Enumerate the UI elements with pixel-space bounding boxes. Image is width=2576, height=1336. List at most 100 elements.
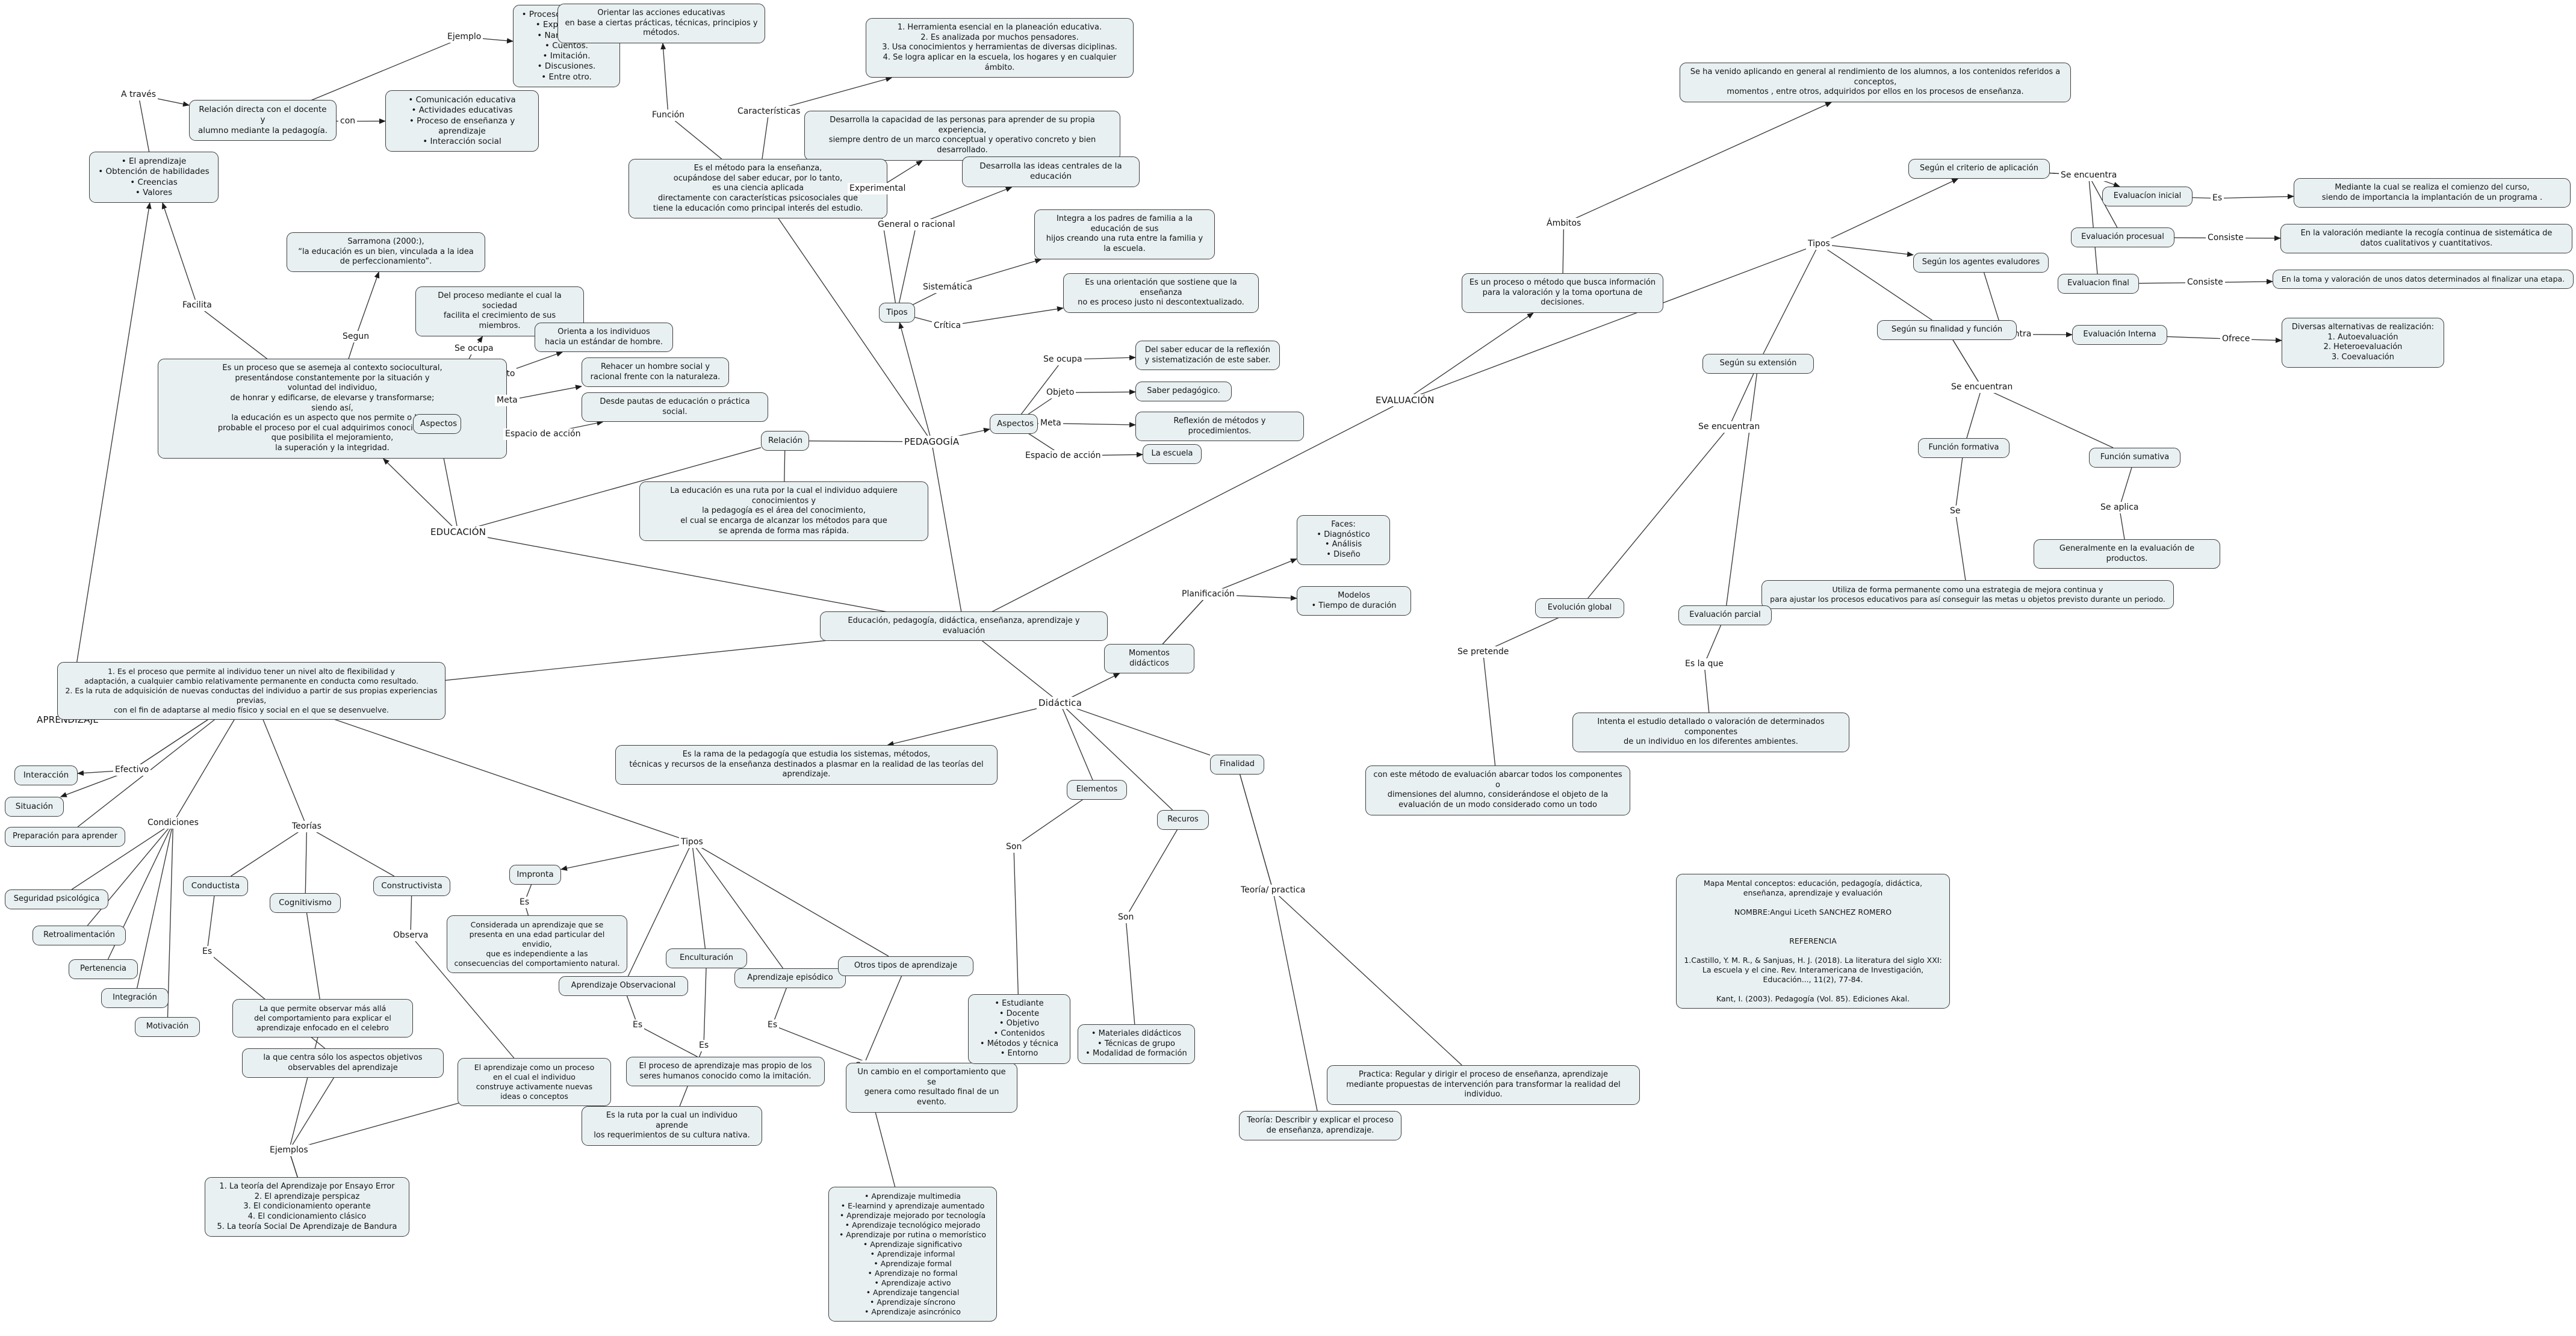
concept-node-constructivista[interactable]: Constructivista: [373, 876, 450, 897]
concept-node-reference[interactable]: Mapa Mental conceptos: educación, pedago…: [1676, 874, 1950, 1009]
concept-node-segun-extension[interactable]: Según su extensión: [1702, 354, 1814, 374]
link-label-con[interactable]: con: [338, 116, 358, 127]
link-label-ofrece[interactable]: Ofrece: [2220, 333, 2252, 345]
link-label-se-encuentran-finalidad[interactable]: Se encuentran: [1949, 382, 2015, 393]
concept-node-enculturacion[interactable]: Enculturación: [666, 948, 747, 968]
concept-node-segun-criterio[interactable]: Según el criterio de aplicación: [1908, 159, 2050, 179]
link-label-ambitos[interactable]: Ámbitos: [1545, 218, 1583, 229]
link-label-teorias[interactable]: Teorías: [290, 821, 323, 832]
link-label-se-encuentran-extension[interactable]: Se encuentran: [1696, 421, 1762, 433]
link-label-espacio-edu[interactable]: Espacio de acción: [503, 428, 583, 440]
link-label-es-enculturacion[interactable]: Es: [697, 1040, 711, 1051]
concept-node-interaccion[interactable]: Interacción: [14, 765, 78, 786]
link-label-se-ocupa-ped[interactable]: Se ocupa: [1041, 354, 1084, 365]
link-label-segun[interactable]: Segun: [341, 331, 371, 342]
concept-node-se-ha-venido[interactable]: Se ha venido aplicando en general al ren…: [1680, 63, 2071, 102]
concept-node-en-la-toma[interactable]: En la toma y valoración de unos datos de…: [2273, 270, 2574, 289]
link-label-observa[interactable]: Observa: [391, 930, 430, 941]
concept-node-es-la-rama[interactable]: Es la rama de la pedagogía que estudia l…: [615, 745, 998, 785]
concept-node-desde-pautas[interactable]: Desde pautas de educación o práctica soc…: [582, 392, 768, 422]
link-label-efectivo[interactable]: Efectivo: [113, 764, 151, 776]
concept-node-center-node[interactable]: Educación, pedagogía, didáctica, enseñan…: [820, 611, 1108, 642]
concept-node-aprendizaje-obtencion[interactable]: • El aprendizaje • Obtención de habilida…: [89, 152, 219, 203]
concept-node-relacion-directa[interactable]: Relación directa con el docente y alumno…: [189, 100, 337, 141]
concept-node-funcion-formativa[interactable]: Función formativa: [1918, 438, 2010, 458]
link-label-facilita[interactable]: Facilita: [181, 300, 214, 311]
link-label-a-traves[interactable]: A través: [119, 89, 158, 101]
link-label-condiciones[interactable]: Condiciones: [146, 817, 200, 829]
link-label-meta-edu[interactable]: Meta: [495, 395, 520, 406]
link-label-objeto-ped[interactable]: Objeto: [1044, 387, 1076, 398]
concept-node-aprendizaje-episodico[interactable]: Aprendizaje episódico: [734, 968, 846, 988]
concept-node-faces[interactable]: Faces: • Diagnóstico • Análisis • Diseño: [1297, 515, 1390, 565]
link-label-son-recursos[interactable]: Son: [1116, 912, 1136, 923]
concept-node-preparacion[interactable]: Preparación para aprender: [5, 827, 125, 847]
hub-label-educacion[interactable]: EDUCACIÓN: [429, 526, 488, 538]
link-label-ejemplos[interactable]: Ejemplos: [268, 1145, 310, 1156]
concept-node-momentos[interactable]: Momentos didácticos: [1104, 644, 1194, 674]
link-label-planificacion[interactable]: Planificación: [1180, 589, 1237, 600]
concept-node-modelos[interactable]: Modelos • Tiempo de duración: [1297, 586, 1411, 616]
concept-node-pertenencia[interactable]: Pertenencia: [69, 959, 138, 979]
concept-node-practica-regular[interactable]: Practica: Regular y dirigir el proceso d…: [1327, 1065, 1640, 1105]
concept-node-cognitivismo[interactable]: Cognitivismo: [270, 893, 341, 914]
concept-node-la-que-centra[interactable]: la que centra sólo los aspectos objetivo…: [242, 1048, 444, 1078]
link-label-consiste-procesual[interactable]: Consiste: [2206, 232, 2245, 244]
link-label-meta-ped[interactable]: Meta: [1038, 418, 1063, 429]
concept-node-teoria-describir[interactable]: Teoría: Describir y explicar el proceso …: [1239, 1111, 1401, 1141]
link-label-se-label[interactable]: Se: [1948, 506, 1963, 517]
concept-node-aspectos-ped[interactable]: Aspectos: [990, 414, 1038, 435]
link-label-se-ocupa-edu[interactable]: Se ocupa: [453, 343, 495, 354]
concept-node-estudiante-list[interactable]: • Estudiante • Docente • Objetivo • Cont…: [968, 994, 1070, 1064]
link-label-es-inicial[interactable]: Es: [2211, 193, 2224, 204]
concept-node-es-proceso-eval[interactable]: Es un proceso o método que busca informa…: [1462, 273, 1663, 313]
link-label-tipos-apr[interactable]: Tipos: [679, 837, 705, 848]
concept-node-seguridad[interactable]: Seguridad psicológica: [5, 889, 108, 909]
link-label-es-impronta[interactable]: Es: [518, 897, 532, 908]
concept-node-saber-pedagogico[interactable]: Saber pedagógico.: [1135, 382, 1232, 401]
concept-node-finalidad[interactable]: Finalidad: [1210, 755, 1264, 775]
link-label-es-observacional[interactable]: Es: [631, 1019, 645, 1031]
concept-node-utiliza[interactable]: Utiliza de forma permanente como una est…: [1761, 580, 2174, 609]
concept-node-es-la-ruta-individuo[interactable]: Es la ruta por la cual un individuo apre…: [582, 1106, 762, 1146]
concept-node-funcion-sumativa[interactable]: Función sumativa: [2089, 448, 2180, 468]
concept-node-evolucion-global[interactable]: Evolución global: [1535, 598, 1624, 618]
concept-node-del-saber[interactable]: Del saber educar de la reflexión y siste…: [1135, 341, 1280, 371]
concept-node-ejemplos-list[interactable]: 1. La teoría del Aprendizaje por Ensayo …: [205, 1177, 409, 1237]
concept-node-aspectos-edu[interactable]: Aspectos: [413, 414, 461, 435]
hub-label-didactica-hub[interactable]: Didáctica: [1037, 697, 1084, 709]
concept-node-la-educacion-ruta[interactable]: La educación es una ruta por la cual el …: [639, 481, 928, 542]
link-label-ejemplo[interactable]: Ejemplo: [445, 31, 483, 43]
concept-node-rehacer[interactable]: Rehacer un hombre social y racional fren…: [582, 357, 729, 388]
link-label-son-elementos[interactable]: Son: [1004, 841, 1024, 853]
link-label-es-la-que[interactable]: Es la que: [1683, 658, 1725, 670]
concept-node-la-que-permite[interactable]: La que permite observar más allá del com…: [232, 999, 413, 1038]
concept-node-big-list[interactable]: • Aprendizaje multimedia • E-learnind y …: [828, 1187, 997, 1322]
link-label-caracteristicas[interactable]: Características: [736, 106, 802, 117]
concept-node-reflexion-metodos[interactable]: Reflexión de métodos y procedimientos.: [1135, 412, 1304, 442]
concept-node-en-la-valoracion[interactable]: En la valoración mediante la recogía con…: [2280, 224, 2572, 254]
link-label-general-racional[interactable]: General o racional: [876, 219, 957, 230]
hub-label-evaluacion-hub[interactable]: EVALUACIÓN: [1374, 394, 1436, 406]
link-label-consiste-final[interactable]: Consiste: [2185, 277, 2225, 288]
concept-node-con-este-metodo[interactable]: con este método de evaluación abarcar to…: [1365, 765, 1630, 815]
concept-node-comunicacion[interactable]: • Comunicación educativa • Actividades e…: [385, 90, 539, 152]
concept-node-relacion-box[interactable]: Relación: [761, 431, 809, 451]
concept-node-del-proceso[interactable]: Del proceso mediante el cual la sociedad…: [415, 286, 584, 336]
concept-node-motivacion[interactable]: Motivación: [135, 1017, 200, 1037]
concept-node-materiales-list[interactable]: • Materiales didácticos • Técnicas de gr…: [1078, 1024, 1195, 1064]
concept-node-evaluacion-procesual[interactable]: Evaluación procesual: [2071, 227, 2174, 247]
concept-node-evaluacion-final[interactable]: Evaluacion final: [2058, 274, 2139, 294]
concept-node-segun-agentes[interactable]: Según los agentes evaludores: [1913, 253, 2049, 273]
concept-node-integra-padres[interactable]: Integra a los padres de familia a la edu…: [1034, 209, 1215, 259]
link-label-tipos-eval[interactable]: Tipos: [1806, 238, 1832, 250]
link-label-se-pretende[interactable]: Se pretende: [1456, 646, 1511, 658]
link-label-se-aplica[interactable]: Se aplica: [2099, 502, 2141, 513]
concept-node-aprendizaje-def[interactable]: 1. Es el proceso que permite al individu…: [57, 662, 445, 720]
concept-node-la-escuela[interactable]: La escuela: [1143, 444, 1202, 464]
concept-node-es-orientacion[interactable]: Es una orientación que sostiene que la e…: [1063, 273, 1259, 313]
concept-node-diversas[interactable]: Diversas alternativas de realización: 1.…: [2282, 318, 2444, 368]
concept-node-evaluacion-interna[interactable]: Evaluación Interna: [2072, 325, 2167, 345]
link-label-teoria-practica[interactable]: Teoría/ practica: [1239, 885, 1308, 896]
concept-node-recursos[interactable]: Recuros: [1157, 810, 1209, 830]
